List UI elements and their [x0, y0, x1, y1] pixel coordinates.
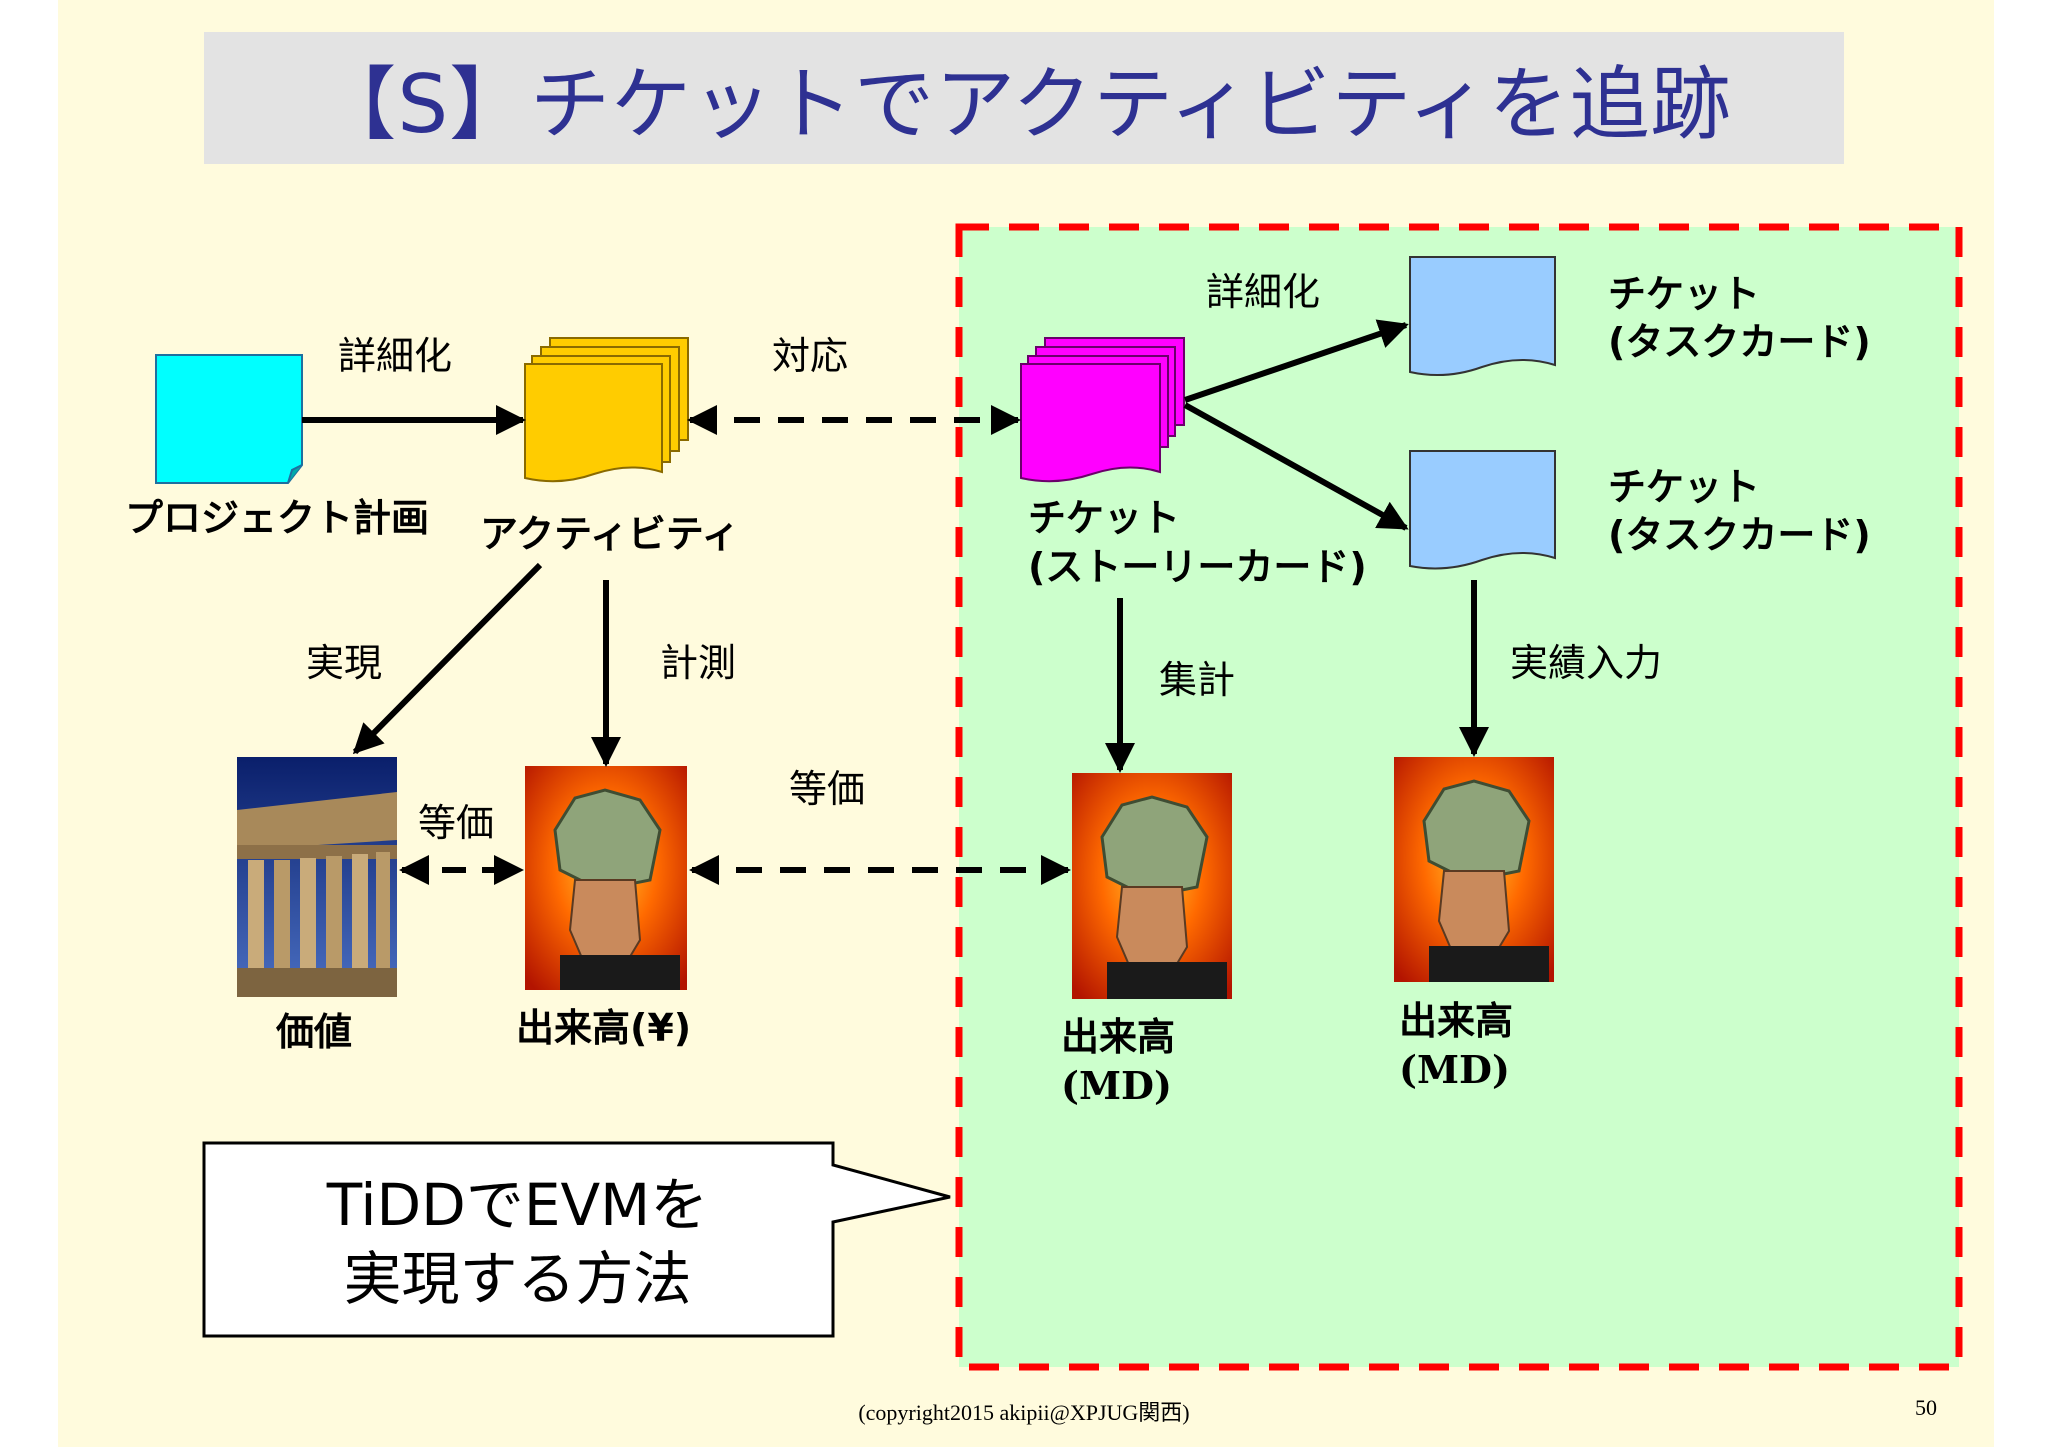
label-value: 価値 — [276, 1010, 353, 1054]
label-earned-value-md-2-line2: (MD) — [1399, 1047, 1510, 1092]
footer-copyright: (copyright2015 akipii@XPJUG関西) — [858, 1400, 1190, 1425]
label-task-ticket-1-line1: チケット — [1608, 272, 1761, 316]
callout-text: TiDDでEVMを 実現する方法 — [205, 1152, 830, 1332]
label-task-ticket-2-line1: チケット — [1608, 465, 1761, 509]
callout-line-2: 実現する方法 — [343, 1245, 692, 1313]
parthenon-image — [237, 757, 397, 997]
story-ticket-documents-icon — [1020, 337, 1185, 483]
slide-title: 【S】チケットでアクティビティを追跡 — [316, 58, 1732, 151]
edge-label-activity-to-value: 実現 — [306, 641, 383, 685]
label-activity: アクティビティ — [480, 512, 740, 556]
money-image-md-task — [1394, 757, 1554, 982]
edge-label-task-actual-input: 実績入力 — [1510, 641, 1663, 685]
label-earned-value-md-1-line2: (MD) — [1061, 1063, 1172, 1108]
money-image-md-story — [1072, 773, 1232, 999]
page-number: 50 — [1915, 1395, 1937, 1420]
label-task-ticket-1-line2: (タスクカード) — [1608, 320, 1871, 364]
label-earned-value-md-2-line1: 出来高 — [1399, 999, 1514, 1043]
task-ticket-2-document-icon — [1409, 450, 1556, 570]
callout-box — [202, 1141, 951, 1338]
activity-documents-icon — [524, 337, 689, 483]
label-task-ticket-2-line2: (タスクカード) — [1608, 513, 1871, 557]
edge-label-story-aggregate: 集計 — [1159, 658, 1236, 702]
label-story-ticket-line2: (ストーリーカード) — [1028, 545, 1367, 589]
title-band: 【S】チケットでアクティビティを追跡 — [204, 32, 1844, 164]
arrow-activity-to-value — [352, 562, 543, 755]
task-ticket-1-document-icon — [1409, 256, 1556, 376]
edge-label-activity-to-ev: 計測 — [660, 641, 737, 685]
label-story-ticket-line1: チケット — [1028, 496, 1181, 540]
callout-line-1: TiDDでEVMを — [326, 1170, 709, 1239]
label-earned-value-md-1-line1: 出来高 — [1061, 1015, 1176, 1059]
edge-label-plan-to-activity: 詳細化 — [338, 334, 453, 378]
ticket-region-dashed-border — [955, 223, 1963, 1371]
project-plan-document-icon — [155, 354, 303, 484]
edge-label-value-ev-equal: 等価 — [418, 801, 495, 845]
edge-label-activity-to-story: 対応 — [772, 334, 849, 378]
edge-label-ev-story-equal: 等価 — [789, 767, 866, 811]
arrow-story-to-task-2 — [1183, 402, 1409, 531]
money-image-yen — [525, 766, 687, 990]
arrow-story-to-task-1 — [1184, 319, 1409, 403]
label-project-plan: プロジェクト計画 — [125, 496, 430, 540]
label-earned-value-yen: 出来高(¥) — [516, 1006, 692, 1050]
edge-label-story-to-tasks: 詳細化 — [1206, 270, 1321, 314]
